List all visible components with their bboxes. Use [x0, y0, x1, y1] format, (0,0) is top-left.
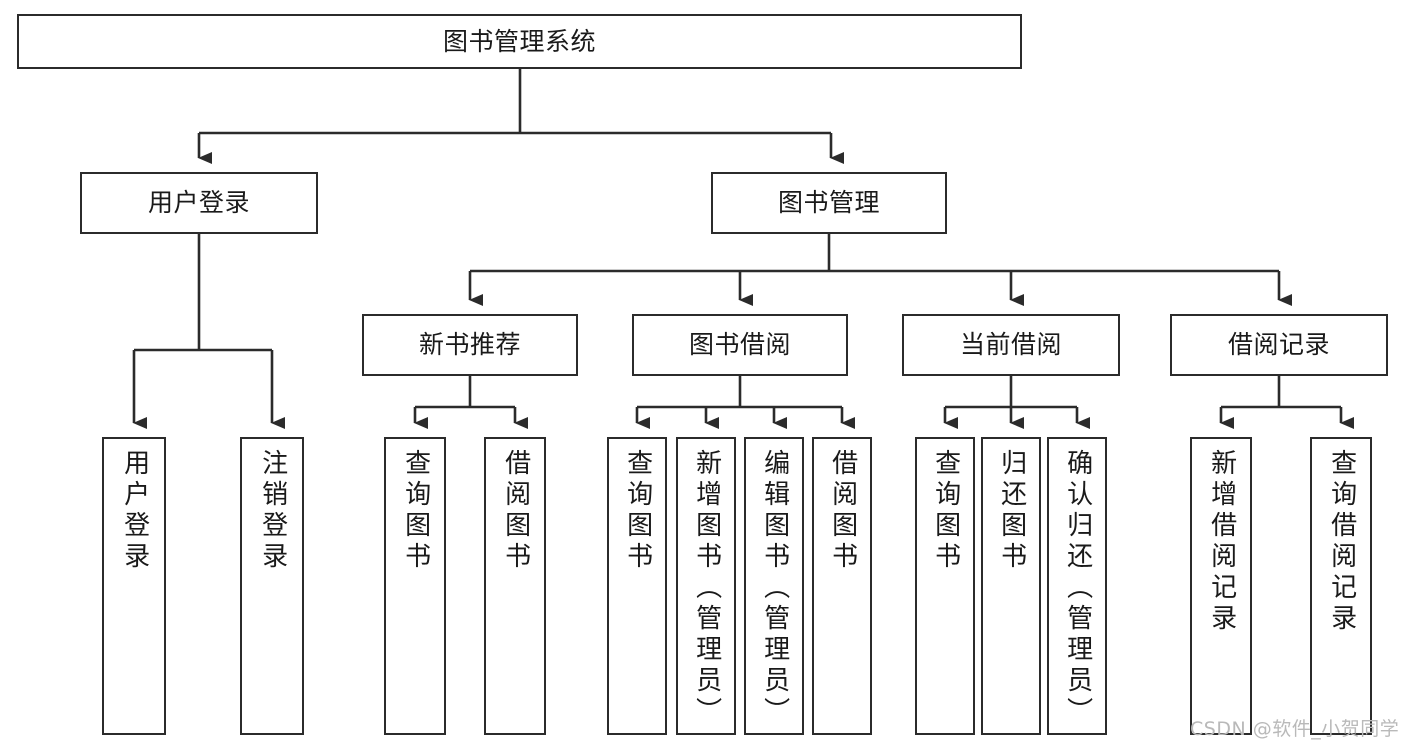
node-leaf-return-book-label: 归还图书 — [996, 449, 1027, 573]
node-leaf-user-login-label: 用户登录 — [119, 449, 150, 573]
node-current-borrow-label: 当前借阅 — [959, 330, 1062, 360]
node-user-login[interactable]: 用户登录 — [80, 172, 318, 234]
node-leaf-add-book[interactable]: 新增图书（管理员） — [676, 437, 736, 735]
node-book-borrow[interactable]: 图书借阅 — [632, 314, 848, 376]
node-leaf-add-record-label: 新增借阅记录 — [1206, 449, 1237, 635]
node-leaf-add-book-label: 新增图书（管理员） — [691, 449, 722, 728]
node-leaf-edit-book[interactable]: 编辑图书（管理员） — [744, 437, 804, 735]
node-leaf-query-book-2[interactable]: 查询图书 — [607, 437, 667, 735]
node-leaf-logout-label: 注销登录 — [257, 449, 288, 573]
node-leaf-query-record[interactable]: 查询借阅记录 — [1310, 437, 1372, 735]
node-leaf-add-record[interactable]: 新增借阅记录 — [1190, 437, 1252, 735]
node-new-book-rec[interactable]: 新书推荐 — [362, 314, 578, 376]
node-leaf-query-book-3-label: 查询图书 — [930, 449, 961, 573]
node-leaf-borrow-book-2[interactable]: 借阅图书 — [812, 437, 872, 735]
node-leaf-confirm-return-label: 确认归还（管理员） — [1062, 449, 1093, 728]
node-leaf-return-book[interactable]: 归还图书 — [981, 437, 1041, 735]
node-leaf-query-book-2-label: 查询图书 — [622, 449, 653, 573]
node-borrow-record[interactable]: 借阅记录 — [1170, 314, 1388, 376]
node-leaf-query-book-1-label: 查询图书 — [400, 449, 431, 573]
node-root[interactable]: 图书管理系统 — [17, 14, 1022, 69]
node-leaf-edit-book-label: 编辑图书（管理员） — [759, 449, 790, 728]
node-leaf-query-book-1[interactable]: 查询图书 — [384, 437, 446, 735]
node-book-manage[interactable]: 图书管理 — [711, 172, 947, 234]
node-leaf-borrow-book-1-label: 借阅图书 — [500, 449, 531, 573]
node-current-borrow[interactable]: 当前借阅 — [902, 314, 1120, 376]
node-leaf-logout[interactable]: 注销登录 — [240, 437, 304, 735]
node-leaf-query-record-label: 查询借阅记录 — [1326, 449, 1357, 635]
watermark-text: CSDN @软件_小贺同学 — [1190, 718, 1400, 740]
node-book-manage-label: 图书管理 — [777, 188, 880, 218]
node-borrow-record-label: 借阅记录 — [1227, 330, 1330, 360]
node-book-borrow-label: 图书借阅 — [688, 330, 791, 360]
node-new-book-rec-label: 新书推荐 — [418, 330, 521, 360]
node-root-label: 图书管理系统 — [442, 26, 596, 56]
node-leaf-borrow-book-2-label: 借阅图书 — [827, 449, 858, 573]
node-leaf-user-login[interactable]: 用户登录 — [102, 437, 166, 735]
node-user-login-label: 用户登录 — [147, 188, 250, 218]
node-leaf-borrow-book-1[interactable]: 借阅图书 — [484, 437, 546, 735]
node-leaf-query-book-3[interactable]: 查询图书 — [915, 437, 975, 735]
node-leaf-confirm-return[interactable]: 确认归还（管理员） — [1047, 437, 1107, 735]
